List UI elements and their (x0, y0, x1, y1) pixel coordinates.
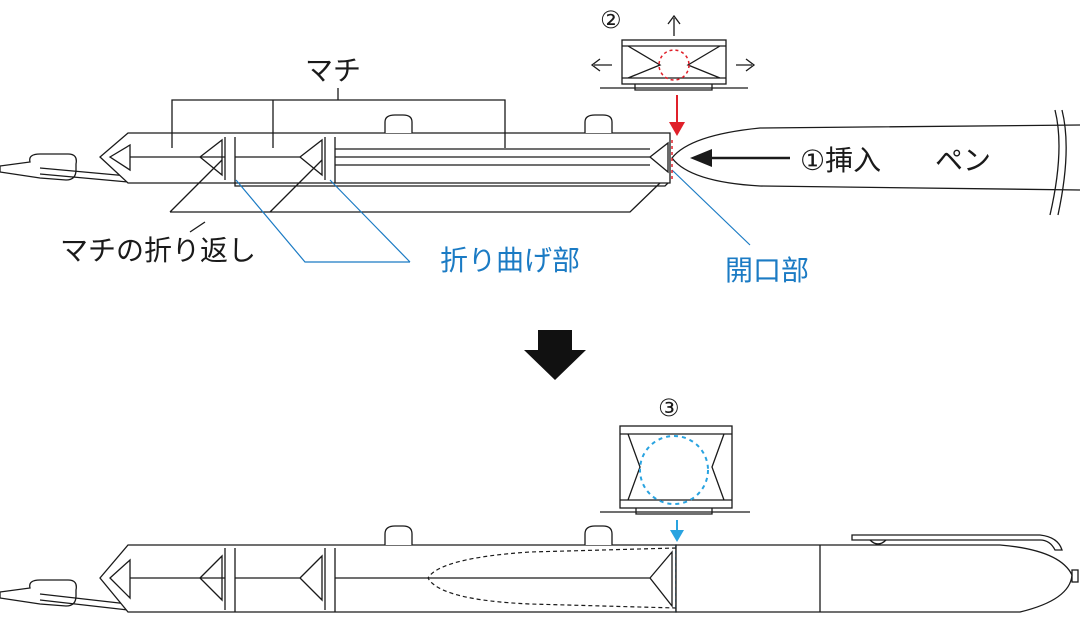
blue-arrow-head (670, 530, 684, 542)
red-arrow-head (669, 122, 685, 136)
step3-cross-section (600, 425, 750, 515)
gusset-bracket (171, 88, 506, 148)
top-pen-holder (0, 114, 671, 213)
bottom-pen (675, 534, 1079, 613)
label-gusset-fold: マチの折り返し (60, 234, 256, 267)
label-gusset: マチ (305, 54, 361, 87)
label-step2: ② (600, 6, 622, 34)
label-step3: ③ (658, 394, 680, 422)
label-insert: ①挿入 (800, 144, 881, 177)
label-fold-part: 折り曲げ部 (440, 244, 580, 277)
down-arrow-icon (524, 330, 586, 380)
bottom-pen-holder (0, 525, 677, 613)
leader-fold (189, 221, 206, 233)
label-opening: 開口部 (725, 254, 809, 287)
leader-opening (671, 169, 751, 246)
leader-fold-part (235, 179, 411, 263)
label-pen: ペン (935, 144, 991, 177)
insert-arrow-head (690, 149, 712, 167)
step2-cross-section (590, 14, 756, 91)
